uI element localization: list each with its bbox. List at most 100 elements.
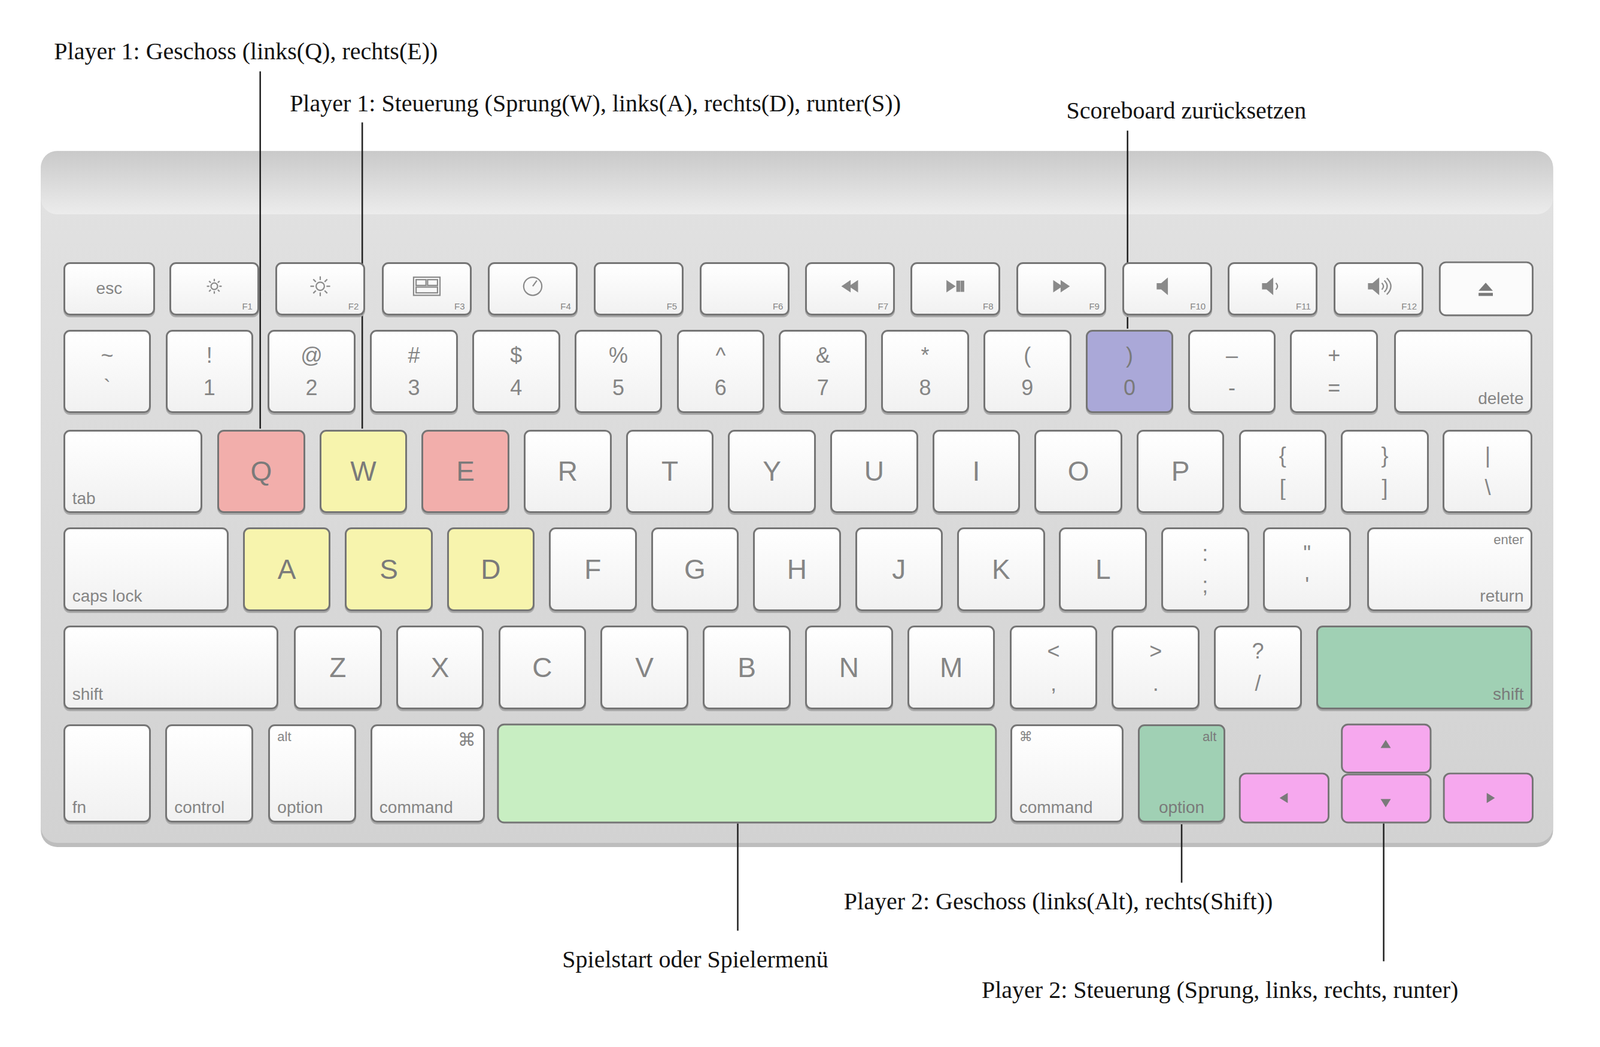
key-legend: L (1095, 554, 1111, 585)
keyboard-key: H (753, 527, 842, 612)
key-legend: = (1327, 375, 1341, 400)
keyboard-key: F6 (699, 262, 790, 316)
keyboard-key: $4 (472, 329, 561, 414)
key-legend: 8 (918, 375, 931, 400)
key-legend: O (1067, 456, 1090, 487)
keyboard-key: Q (217, 429, 306, 514)
key-legend: ⌘ (1019, 729, 1033, 745)
key-icon (946, 281, 964, 292)
key-legend: esc (96, 279, 123, 299)
key-legend: N (839, 652, 859, 683)
keyboard-key: enterreturn (1367, 527, 1533, 612)
keyboard-key: S (344, 527, 433, 612)
arrow-key (1239, 773, 1329, 823)
keyboard-key: F10 (1122, 262, 1213, 316)
key-legend: M (939, 652, 963, 683)
key-legend: & (815, 343, 831, 368)
keyboard-key: D (447, 527, 536, 612)
keyboard-key: I (932, 429, 1021, 514)
keyboard-key: += (1289, 329, 1378, 414)
key-legend: F5 (666, 301, 678, 312)
keyboard-key: "' (1263, 527, 1351, 612)
keyboard-key: C (498, 625, 587, 710)
keyboard-key: esc (63, 262, 156, 316)
keyboard-key: tab (63, 429, 203, 514)
key-legend: Q (250, 456, 273, 487)
key-legend: ' (1304, 573, 1310, 598)
keyboard-key: ?/ (1213, 625, 1302, 710)
key-legend: \ (1484, 475, 1491, 500)
key-legend: $ (509, 343, 522, 368)
key-legend: F2 (348, 301, 360, 312)
keyboard-key: |\ (1442, 429, 1533, 514)
key-legend: F10 (1189, 301, 1206, 312)
label-anchor: Spielstart oder Spielermenü (562, 945, 828, 974)
keyboard-key: F7 (805, 262, 895, 316)
key-legend: alt (1202, 729, 1217, 745)
keyboard-key: ⌘command (370, 724, 485, 823)
key-legend: A (277, 554, 297, 585)
key-legend: + (1327, 343, 1341, 368)
key-legend: F7 (878, 301, 889, 312)
keyboard-key: F3 (381, 262, 472, 316)
keyboard-key: fn (63, 724, 152, 823)
keyboard-key: altoption (1137, 724, 1226, 823)
key-icon (413, 277, 440, 296)
key-legend: F3 (454, 301, 466, 312)
keyboard-key: Z (293, 625, 382, 710)
key-legend: ` (103, 375, 111, 400)
key-legend: ! (206, 343, 213, 368)
key-legend: E (456, 456, 475, 487)
key-legend: 5 (612, 375, 625, 400)
keyboard-key: U (830, 429, 919, 514)
keyboard-key: F5 (593, 262, 684, 316)
key-legend: Z (329, 652, 346, 683)
key-legend: " (1303, 541, 1311, 566)
arrow-key (1443, 773, 1533, 823)
key-legend: { (1279, 443, 1287, 468)
label-anchor: Player 2: Geschoss (links(Alt), rechts(S… (843, 887, 1274, 916)
callout-label: Player 1: Geschoss (links(Q), rechts(E)) (53, 37, 438, 66)
arrow-symbol (1486, 793, 1496, 804)
keyboard-key: K (957, 527, 1046, 612)
keyboard-key: E (421, 429, 510, 514)
key-legend: 7 (817, 375, 830, 400)
key-legend: return (1479, 587, 1524, 606)
key-icon (1053, 281, 1069, 292)
keyboard-key: R (523, 429, 612, 514)
arrow-symbol (1279, 793, 1289, 804)
key-legend: B (737, 652, 757, 683)
key-legend: W (350, 456, 376, 487)
arrow-symbol (1380, 739, 1391, 749)
keyboard-key: F1 (169, 262, 260, 316)
arrow-key (1342, 774, 1431, 823)
keyboard-key: shift (1316, 625, 1533, 710)
keyboard-key: %5 (574, 329, 663, 414)
key-legend: F8 (982, 301, 994, 312)
key-legend: ~ (100, 343, 114, 368)
key-legend: S (379, 554, 399, 585)
key-legend: 3 (407, 375, 420, 400)
key-legend: H (787, 554, 807, 585)
key-legend: shift (1492, 685, 1524, 704)
key-legend: F11 (1295, 301, 1311, 312)
key-legend: 4 (509, 375, 522, 400)
key-legend: * (920, 343, 929, 368)
key-legend: F (584, 554, 601, 585)
key-legend: F1 (241, 301, 253, 312)
key-legend: option (277, 798, 323, 818)
keyboard-key: control (165, 724, 254, 823)
key-legend: F12 (1401, 301, 1417, 312)
keyboard-key: F2 (275, 262, 366, 316)
key-icon (310, 276, 331, 297)
key-icon (1157, 278, 1168, 294)
key-icon (1262, 278, 1278, 294)
key-legend: % (608, 343, 628, 368)
space-key (498, 724, 997, 823)
keyboard-key: )0 (1085, 329, 1174, 414)
keyboard-key: G (651, 527, 740, 612)
key-legend: ( (1023, 343, 1031, 368)
key-icon (842, 281, 858, 292)
key-legend: T (661, 456, 679, 487)
